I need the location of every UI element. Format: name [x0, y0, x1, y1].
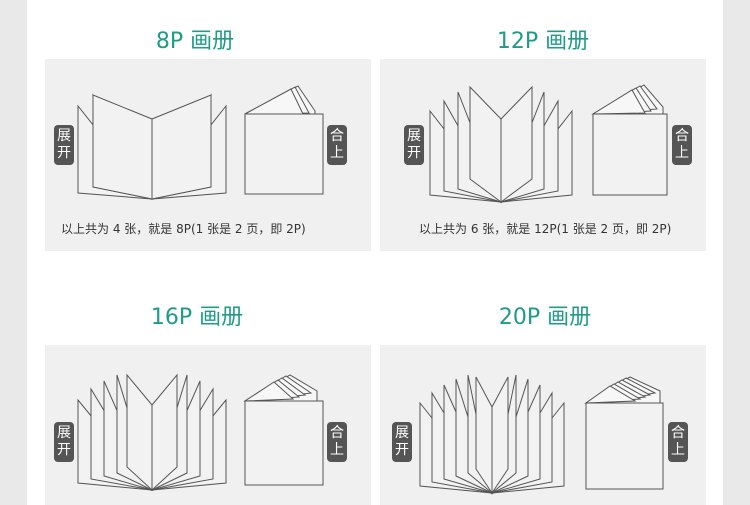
panel-8p: 展开 合上 以上共为 4 张，就是 8P(1 张是 2 页，即 2P) [45, 59, 371, 251]
section-caption-12p: 以上共为 6 张，就是 12P(1 张是 2 页，即 2P) [419, 222, 672, 236]
panel-20p: 展开 合上 [380, 345, 706, 505]
open-badge: 展开 [392, 422, 412, 462]
section-title-8p: 8P 画册 [155, 29, 235, 54]
open-badge: 展开 [404, 125, 424, 165]
panel-16p: 展开 合上 [45, 345, 371, 505]
booklet-illustration-12p [429, 84, 668, 203]
closed-badge: 合上 [327, 125, 347, 165]
closed-badge: 合上 [668, 422, 688, 462]
booklet-illustration-16p [77, 373, 324, 492]
closed-badge: 合上 [327, 422, 347, 462]
booklet-illustration-8p [77, 85, 324, 200]
closed-badge: 合上 [672, 125, 692, 165]
section-title-20p: 20P 画册 [498, 305, 592, 330]
section-caption-8p: 以上共为 4 张，就是 8P(1 张是 2 页，即 2P) [61, 222, 306, 236]
open-badge: 展开 [54, 422, 74, 462]
section-title-12p: 12P 画册 [496, 29, 590, 54]
section-title-16p: 16P 画册 [150, 305, 244, 330]
open-badge: 展开 [54, 125, 74, 165]
panel-12p: 展开 合上 以上共为 6 张，就是 12P(1 张是 2 页，即 2P) [380, 59, 706, 251]
booklet-illustration-20p [419, 374, 664, 495]
